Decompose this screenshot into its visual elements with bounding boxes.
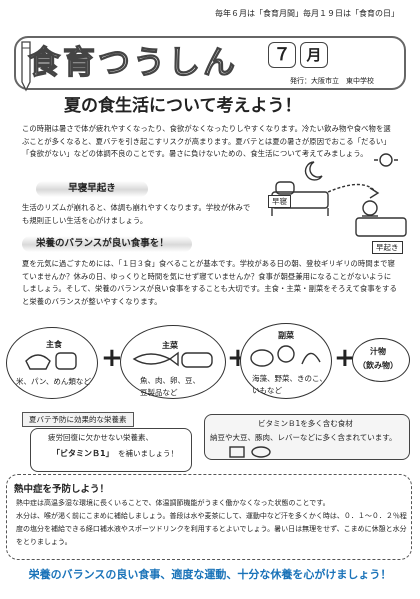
section-title-balance: 栄養のバランスが良い食事を！: [22, 236, 192, 252]
headline: 夏の食生活について考えよう！: [64, 96, 302, 116]
side-dish-items-1: 海藻、野菜、きのこ、: [252, 374, 327, 383]
main-dish-items-2: 豆製品など: [140, 388, 178, 397]
newsletter-title: 食育つうしん: [27, 42, 239, 81]
side-dish-items-2: いもなど: [252, 386, 282, 395]
heatstroke-text-1: 熱中症は高温多湿な環境に長くいることで、体温調節機能がうまく働かなくなった状態の…: [16, 499, 330, 507]
soup-title: 汁物: [370, 347, 386, 356]
month-unit: 月: [300, 42, 328, 68]
sleep-paragraph: 生活のリズムが崩れると、体調も崩れやすくなります。学校が休みでも規則正しい生活を…: [22, 203, 251, 225]
natto-icon: [229, 446, 245, 458]
vitamin-callout: [30, 428, 192, 472]
heatstroke-title: 熱中症を予防しよう！: [14, 484, 110, 495]
soup-circle: [352, 338, 410, 382]
month-number: ７: [268, 42, 296, 68]
vb1-text: 納豆や大豆、豚肉、レバーなどに多く含まれています。: [210, 433, 397, 442]
vitamin-name: 「ビタミンＢ1」: [52, 449, 114, 458]
heatstroke-box: [6, 474, 412, 560]
title-banner: [14, 36, 406, 90]
main-dish-items-1: 魚、肉、卵、豆、: [140, 376, 200, 385]
intro-paragraph: この時期は暑さで体が疲れやすくなったり、食欲がなくなったりしやすくなります。冷た…: [22, 124, 391, 159]
label-early-sleep: 早寝: [268, 195, 291, 208]
vb1-box: [204, 414, 410, 460]
soup-sub: （飲み物）: [358, 361, 398, 370]
pork-icon: [251, 446, 271, 458]
plus-sign-1: +: [101, 343, 123, 373]
natsubate-tag: 夏バテ予防に効果的な栄養素: [22, 412, 134, 427]
main-dish-title: 主菜: [162, 341, 178, 350]
label-early-rise: 早起き: [372, 241, 403, 254]
vitamin-line-2: を補いましょう！: [118, 449, 178, 458]
side-dish-title: 副菜: [278, 331, 294, 340]
vitamin-line-1: 疲労回復に欠かせない栄養素、: [48, 433, 153, 442]
staple-title: 主食: [46, 340, 62, 349]
rice-bread-icon: [25, 352, 77, 370]
heatstroke-text-2: 水分は、喉が渇く前にこまめに補給しましょう。普段は水や麦茶にして、運動中など汗を…: [16, 512, 407, 546]
pencil-icon: [21, 41, 31, 92]
publisher: 発行：大阪市立 東中学校: [290, 77, 374, 85]
closing-message: 栄養のバランスの良い食事、適度な運動、十分な休養を心がけましょう！: [28, 568, 392, 581]
section-title-sleep: 早寝早起き: [36, 181, 148, 197]
staple-items: 米、パン、めん類など: [16, 377, 91, 386]
top-note: 毎年６月は「食育月間」毎月１９日は「食育の日」: [215, 9, 399, 18]
staple-circle: [6, 327, 98, 399]
plus-sign-3: +: [334, 343, 356, 373]
balance-paragraph: 夏を元気に過ごすためには、「１日３食」食べることが基本です。学校がある日の朝、登…: [22, 259, 397, 306]
side-dish-circle: [240, 323, 332, 399]
vb1-title: ビタミンＢ1を多く含む食材: [258, 419, 353, 428]
vegetables-icon: [250, 345, 321, 367]
fish-meat-icon: [132, 351, 213, 368]
